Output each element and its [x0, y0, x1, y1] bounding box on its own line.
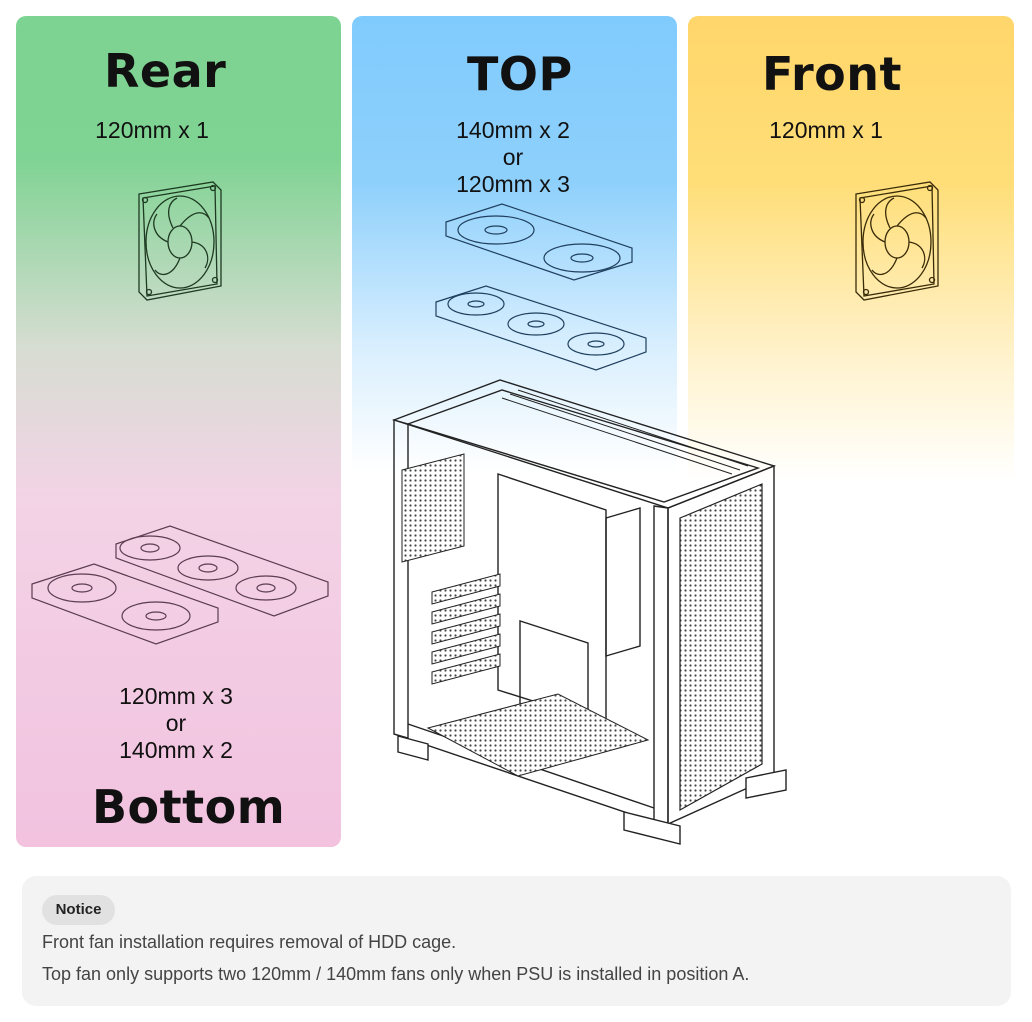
rear-spec: 120mm x 1 [95, 117, 209, 143]
top-fans-icon [435, 203, 647, 371]
top-title: TOP [467, 47, 573, 101]
rear-fan-icon [138, 181, 222, 301]
top-spec-line1: 140mm x 2 [456, 117, 570, 143]
bottom-title: Bottom [92, 780, 286, 834]
top-spec-line2: 120mm x 3 [456, 171, 570, 197]
bottom-fans-icon [31, 525, 329, 645]
front-fan-icon [855, 181, 939, 301]
rear-title: Rear [104, 44, 227, 98]
bottom-spec-line2: 140mm x 2 [119, 737, 233, 763]
bottom-spec-line1: 120mm x 3 [119, 683, 233, 709]
top-spec-or: or [502, 144, 524, 170]
rear-bottom-panel [16, 16, 341, 847]
notice-line-1: Front fan installation requires removal … [42, 932, 457, 952]
front-spec: 120mm x 1 [769, 117, 883, 143]
bottom-spec-or: or [165, 710, 187, 736]
pc-case-illustration [391, 379, 787, 845]
notice-box: Notice Front fan installation requires r… [22, 876, 1011, 1006]
notice-line-2: Top fan only supports two 120mm / 140mm … [42, 964, 750, 984]
notice-badge: Notice [42, 895, 115, 925]
front-title: Front [762, 47, 903, 101]
